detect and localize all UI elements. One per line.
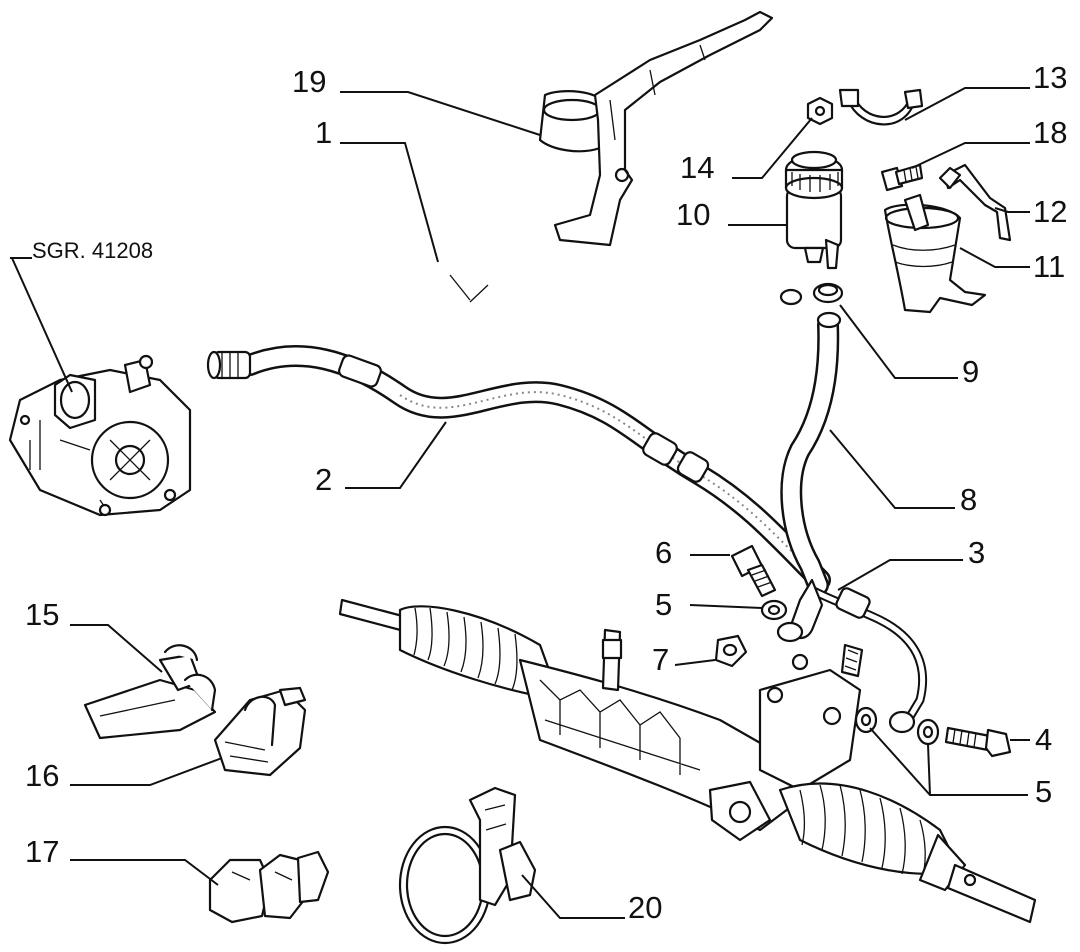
- pressure-hose: [206, 345, 831, 591]
- callout-20: 20: [628, 890, 662, 925]
- hose-clamp-20: [398, 786, 537, 945]
- callout-7: 7: [652, 642, 669, 677]
- clamp-12: [938, 163, 1012, 242]
- return-hose: [190, 219, 803, 395]
- power-steering-pump: [8, 354, 192, 517]
- sealing-washer-lower-b: [916, 718, 940, 746]
- steering-rack: [338, 598, 1037, 924]
- leader-lines: [10, 87, 1030, 919]
- callout-11: 11: [1033, 249, 1065, 284]
- hose-clamp-16: [213, 686, 307, 777]
- callout-4: 4: [1035, 722, 1052, 757]
- callout-5-upper: 5: [655, 587, 672, 622]
- callout-9: 9: [962, 354, 979, 389]
- hose-clip-9: [812, 282, 844, 304]
- callout-18: 18: [1033, 115, 1067, 150]
- callout-12: 12: [1033, 194, 1067, 229]
- nut-14: [806, 96, 834, 126]
- reference-label: SGR. 41208: [32, 238, 153, 263]
- reservoir-holder: [883, 193, 987, 314]
- callout-3: 3: [968, 535, 985, 570]
- callout-5-lower: 5: [1035, 774, 1052, 809]
- hose-clamp-17: [208, 850, 330, 924]
- callout-15: 15: [25, 597, 59, 632]
- callout-19: 19: [292, 64, 326, 99]
- callout-17: 17: [25, 834, 59, 869]
- callout-13: 13: [1033, 60, 1067, 95]
- supply-hose: [780, 311, 842, 596]
- clamp-13: [838, 88, 924, 126]
- callout-16: 16: [25, 758, 59, 793]
- rigid-pipe: [788, 578, 928, 734]
- hose-clamp-15: [83, 644, 217, 740]
- callout-8: 8: [960, 482, 977, 517]
- banjo-bolt-4: [944, 726, 1012, 758]
- callout-10: 10: [676, 197, 710, 232]
- reservoir-bracket: [538, 10, 774, 247]
- fitting-7: [714, 634, 748, 668]
- callout-14: 14: [680, 150, 714, 185]
- banjo-bolt-6: [730, 544, 777, 598]
- callout-1: 1: [315, 115, 332, 150]
- callout-labels: SGR. 41208 19 1 2 13 14 18 10 12 11 9 8 …: [25, 60, 1067, 925]
- sealing-washer-lower-a: [854, 706, 878, 734]
- screw-18: [880, 163, 924, 192]
- sealing-washer-upper: [760, 599, 788, 621]
- callout-6: 6: [655, 535, 672, 570]
- fluid-reservoir: [784, 150, 844, 270]
- callout-2: 2: [315, 462, 332, 497]
